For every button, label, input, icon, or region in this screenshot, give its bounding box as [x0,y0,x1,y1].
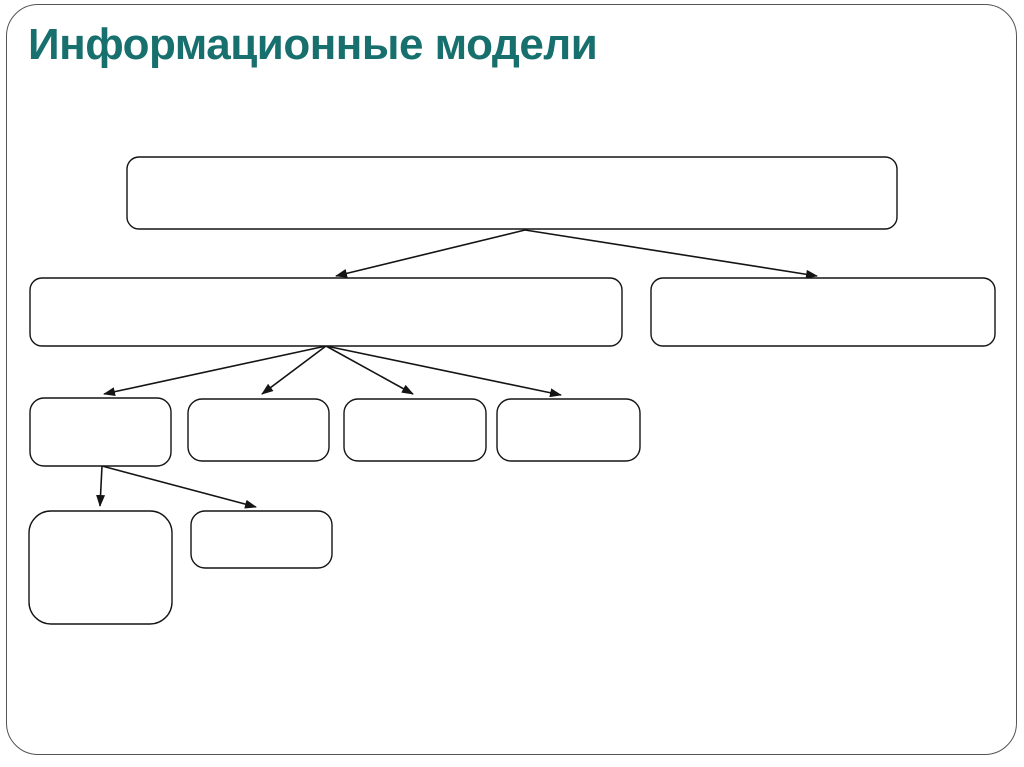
node-branch-left [29,277,623,347]
diagram-nodes [28,156,996,625]
node-grandchild-2 [190,510,333,569]
edge-branch-left-to-child-2 [261,345,327,395]
edge-child-1-to-grandchild-2 [101,465,257,509]
node-child-4 [496,398,641,462]
node-root [126,156,898,230]
edge-branch-left-to-child-4 [325,345,562,398]
node-child-3 [343,398,487,462]
edge-root-to-branch-right [524,229,818,279]
node-grandchild-1 [28,510,173,625]
edge-child-1-to-grandchild-1 [96,465,106,507]
node-branch-right [650,277,996,347]
edge-branch-left-to-child-1 [103,345,327,397]
edge-root-to-branch-left [335,229,526,278]
slide-title: Информационные модели [28,20,598,69]
edge-branch-left-to-child-3 [325,345,414,395]
node-child-1 [29,397,172,467]
node-child-2 [187,398,330,462]
diagram-edges [96,229,818,509]
